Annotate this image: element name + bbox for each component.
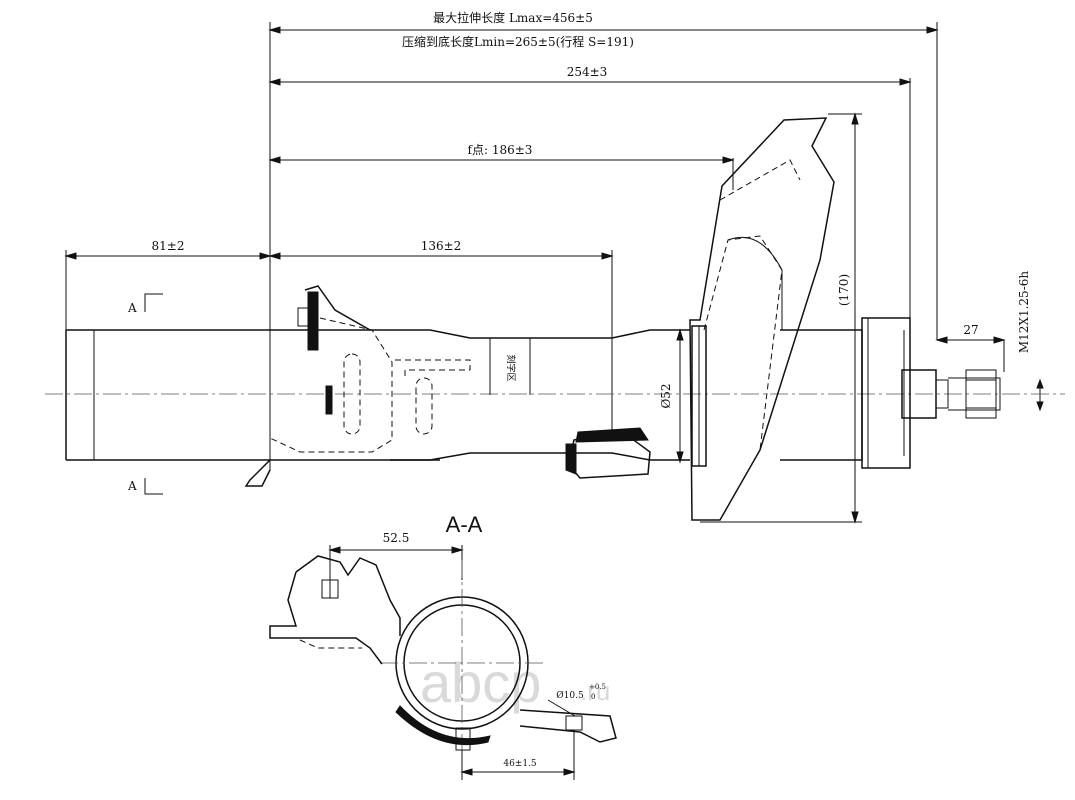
label-27: 27 xyxy=(963,323,978,337)
label-lmin: 压缩到底长度Lmin=265±5(行程 S=191) xyxy=(402,34,634,49)
label-f-point: f点: 186±3 xyxy=(468,143,533,157)
dimension-lines xyxy=(64,22,1044,524)
watermark-brand: abcp xyxy=(420,651,541,714)
label-dia52: Ø52 xyxy=(659,383,673,408)
section-title: A-A xyxy=(446,512,483,537)
dimension-labels: 最大拉伸长度 Lmax=456±5 压缩到底长度Lmin=265±5(行程 S=… xyxy=(152,10,1031,409)
label-52-5: 52.5 xyxy=(383,531,410,545)
section-marker-top: A xyxy=(127,301,137,315)
label-81: 81±2 xyxy=(152,239,185,253)
section-aa: A-A 52.5 Ø10.5 +0.5 0 46 xyxy=(269,512,617,780)
label-hole-dia: Ø10.5 xyxy=(556,690,584,701)
label-254: 254±3 xyxy=(567,65,608,79)
section-marker-bottom: A xyxy=(127,479,137,493)
label-hole-tol-upper: +0.5 xyxy=(589,683,606,691)
watermark: abcp .ru xyxy=(420,651,610,714)
label-136: 136±2 xyxy=(421,239,462,253)
label-lmax: 最大拉伸长度 Lmax=456±5 xyxy=(433,10,593,25)
strut-body xyxy=(45,117,1065,521)
section-markers: A A xyxy=(127,293,163,495)
label-170: (170) xyxy=(837,274,851,306)
label-46: 46±1.5 xyxy=(503,759,537,769)
label-hole-tol-lower: 0 xyxy=(591,693,595,701)
label-lettering-area: 刻字区 xyxy=(505,354,517,381)
watermark-suffix: .ru xyxy=(580,676,610,706)
label-thread: M12X1.25-6h xyxy=(1017,271,1031,354)
